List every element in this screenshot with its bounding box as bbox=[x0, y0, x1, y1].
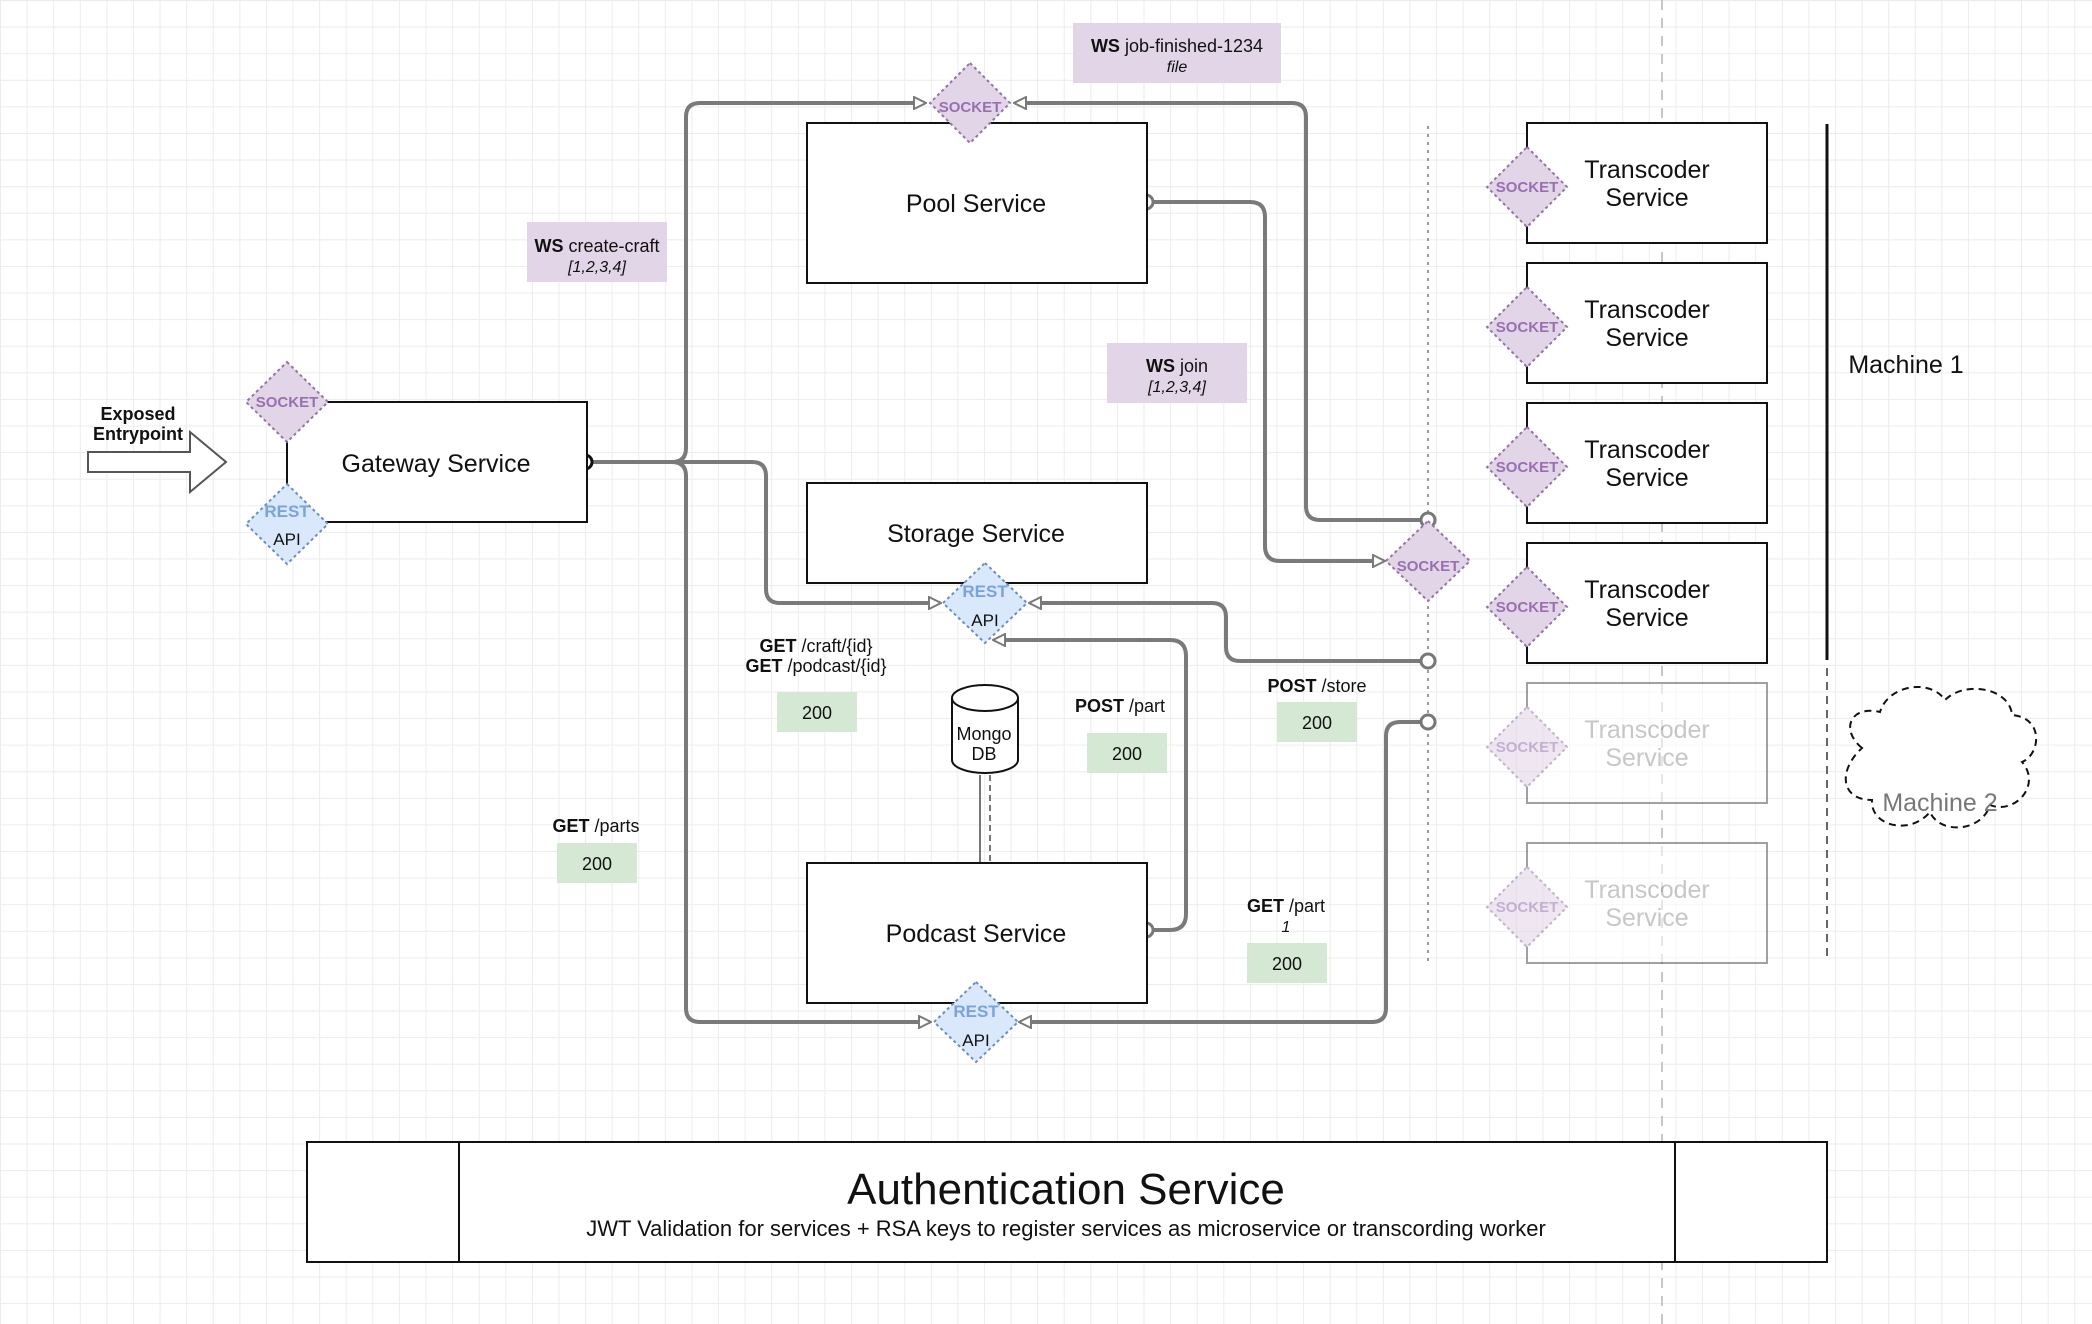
post-part-request: POST /part 200 bbox=[1075, 696, 1167, 773]
svg-text:SOCKET: SOCKET bbox=[1397, 558, 1460, 575]
podcast-rest-api-badge: REST API bbox=[932, 980, 1020, 1064]
gateway-socket-badge: SOCKET bbox=[244, 360, 330, 444]
svg-text:GET /parts: GET /parts bbox=[552, 816, 639, 836]
svg-text:POST /part: POST /part bbox=[1075, 696, 1165, 716]
connector-podcast-storage-api bbox=[994, 640, 1188, 932]
storage-rest-api-badge: REST API bbox=[941, 561, 1029, 645]
transcoder-service[interactable]: Transcoder Service SOCKET bbox=[1485, 542, 1768, 664]
svg-text:WS job-finished-1234: WS job-finished-1234 bbox=[1091, 36, 1263, 56]
transcoder-service-faded[interactable]: Transcoder Service SOCKET bbox=[1485, 842, 1768, 964]
svg-text:1: 1 bbox=[1282, 919, 1291, 936]
ws-join-message: WS join [1,2,3,4] bbox=[1107, 343, 1247, 403]
storage-service-label: Storage Service bbox=[887, 520, 1065, 548]
gateway-service[interactable] bbox=[286, 401, 588, 523]
svg-text:SOCKET: SOCKET bbox=[939, 99, 1002, 116]
svg-text:Transcoder: Transcoder bbox=[1584, 156, 1710, 184]
svg-text:Service: Service bbox=[1605, 744, 1688, 772]
svg-text:API: API bbox=[971, 611, 998, 630]
transcoder-service[interactable]: Transcoder Service SOCKET bbox=[1485, 262, 1768, 384]
gateway-service-label: Gateway Service bbox=[342, 450, 531, 478]
ws-job-finished-message: WS job-finished-1234 file bbox=[1073, 23, 1281, 83]
svg-text:200: 200 bbox=[802, 703, 832, 723]
get-part-request: GET /part 1 200 bbox=[1247, 896, 1327, 983]
svg-text:Transcoder: Transcoder bbox=[1584, 576, 1710, 604]
machine-2-cloud: Machine 2 bbox=[1844, 685, 2038, 829]
pool-socket-badge: SOCKET bbox=[928, 61, 1012, 145]
svg-text:Mongo: Mongo bbox=[956, 724, 1011, 744]
auth-title: Authentication Service bbox=[847, 1165, 1285, 1214]
svg-text:Service: Service bbox=[1605, 904, 1688, 932]
svg-text:WS create-craft: WS create-craft bbox=[534, 236, 659, 256]
svg-text:REST: REST bbox=[264, 502, 310, 521]
transcoder-service[interactable]: Transcoder Service SOCKET bbox=[1485, 122, 1768, 244]
transcoder-port bbox=[1419, 713, 1437, 731]
svg-text:SOCKET: SOCKET bbox=[256, 394, 319, 411]
svg-text:POST /store: POST /store bbox=[1267, 676, 1366, 696]
svg-text:DB: DB bbox=[971, 744, 996, 764]
svg-text:Service: Service bbox=[1605, 324, 1688, 352]
svg-text:SOCKET: SOCKET bbox=[1496, 319, 1559, 336]
transcoder-service-faded[interactable]: Transcoder Service SOCKET bbox=[1485, 682, 1768, 804]
svg-text:API: API bbox=[273, 530, 300, 549]
svg-text:REST: REST bbox=[953, 1002, 999, 1021]
connector-gateway-storage-api bbox=[585, 460, 940, 603]
svg-text:Machine 2: Machine 2 bbox=[1882, 789, 1997, 817]
svg-text:Transcoder: Transcoder bbox=[1584, 296, 1710, 324]
svg-text:WS join: WS join bbox=[1146, 356, 1208, 376]
entrypoint-label: Exposed bbox=[100, 404, 175, 424]
ws-create-craft-message: WS create-craft [1,2,3,4] bbox=[527, 222, 667, 282]
svg-text:[1,2,3,4]: [1,2,3,4] bbox=[1147, 379, 1206, 396]
svg-text:GET /craft/{id}: GET /craft/{id} bbox=[759, 636, 872, 656]
svg-text:Transcoder: Transcoder bbox=[1584, 716, 1710, 744]
pool-service[interactable] bbox=[806, 122, 1148, 284]
auth-description: JWT Validation for services + RSA keys t… bbox=[586, 1216, 1546, 1241]
svg-text:Transcoder: Transcoder bbox=[1584, 436, 1710, 464]
svg-text:200: 200 bbox=[1112, 744, 1142, 764]
svg-text:REST: REST bbox=[962, 582, 1008, 601]
svg-text:Service: Service bbox=[1605, 464, 1688, 492]
transcoder-socket-badge: SOCKET bbox=[1384, 519, 1472, 603]
get-parts-request: GET /parts 200 bbox=[552, 816, 640, 883]
svg-text:file: file bbox=[1167, 59, 1188, 76]
svg-text:[1,2,3,4]: [1,2,3,4] bbox=[567, 259, 626, 276]
entrypoint-label: Entrypoint bbox=[93, 424, 183, 444]
connector-transcoder-podcast-api bbox=[1020, 720, 1428, 1022]
connector-transcoder-storage-api bbox=[1030, 603, 1428, 663]
connectors bbox=[286, 103, 1428, 1022]
svg-text:GET /part: GET /part bbox=[1247, 896, 1325, 916]
get-craft-podcast-request: GET /craft/{id} GET /podcast/{id} 200 bbox=[745, 636, 887, 732]
svg-text:SOCKET: SOCKET bbox=[1496, 739, 1559, 756]
authentication-service[interactable]: Authentication Service JWT Validation fo… bbox=[306, 1141, 1828, 1263]
svg-text:SOCKET: SOCKET bbox=[1496, 599, 1559, 616]
svg-text:API: API bbox=[962, 1031, 989, 1050]
svg-text:SOCKET: SOCKET bbox=[1496, 459, 1559, 476]
connector-transcoder-pool-socket bbox=[1015, 103, 1428, 522]
svg-text:Transcoder: Transcoder bbox=[1584, 876, 1710, 904]
post-store-request: POST /store 200 bbox=[1267, 676, 1367, 742]
svg-text:200: 200 bbox=[1302, 713, 1332, 733]
transcoder-service[interactable]: Transcoder Service SOCKET bbox=[1485, 402, 1768, 524]
connector-gateway-podcast-api bbox=[585, 460, 930, 1022]
pool-service-label: Pool Service bbox=[906, 190, 1046, 218]
storage-service[interactable] bbox=[806, 482, 1148, 584]
podcast-service[interactable] bbox=[806, 862, 1148, 1004]
svg-text:Service: Service bbox=[1605, 604, 1688, 632]
svg-text:SOCKET: SOCKET bbox=[1496, 179, 1559, 196]
gateway-rest-api-badge: REST API bbox=[244, 482, 330, 566]
svg-text:GET /podcast/{id}: GET /podcast/{id} bbox=[745, 656, 886, 676]
svg-text:200: 200 bbox=[1272, 954, 1302, 974]
mongo-db: Mongo DB bbox=[951, 684, 1019, 774]
podcast-service-label: Podcast Service bbox=[886, 920, 1067, 948]
connector-pool-transcoder-socket bbox=[1146, 200, 1384, 561]
transcoder-port bbox=[1419, 652, 1437, 670]
entrypoint-arrow bbox=[87, 429, 228, 495]
svg-text:200: 200 bbox=[582, 854, 612, 874]
machine-1-label: Machine 1 bbox=[1848, 351, 1963, 379]
svg-text:Service: Service bbox=[1605, 184, 1688, 212]
svg-text:SOCKET: SOCKET bbox=[1496, 899, 1559, 916]
